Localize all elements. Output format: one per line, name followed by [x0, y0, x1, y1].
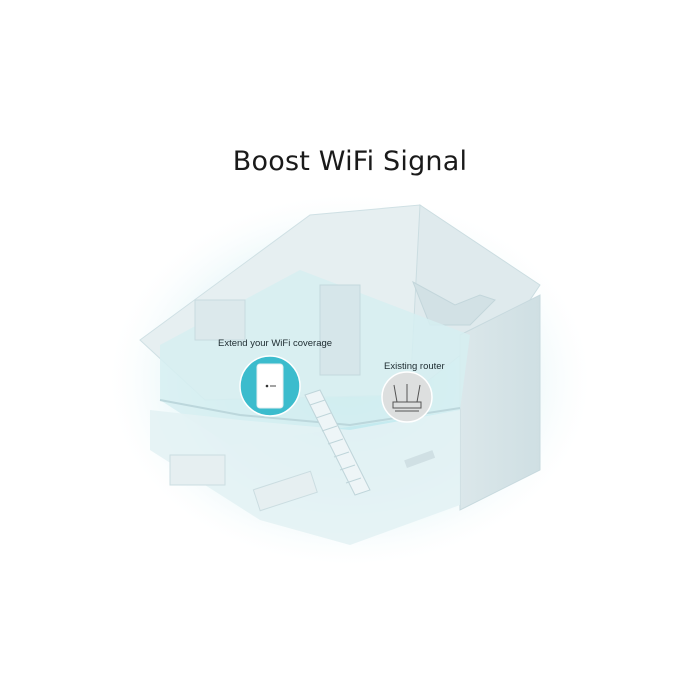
- page-title: Boost WiFi Signal: [232, 146, 468, 177]
- router-icon: [392, 384, 422, 412]
- wifi-extender-callout: [239, 355, 301, 417]
- staircase: [304, 389, 371, 496]
- router-callout: [381, 371, 433, 423]
- router-label: Existing router: [384, 361, 445, 372]
- extender-label: Extend your WiFi coverage: [218, 338, 333, 349]
